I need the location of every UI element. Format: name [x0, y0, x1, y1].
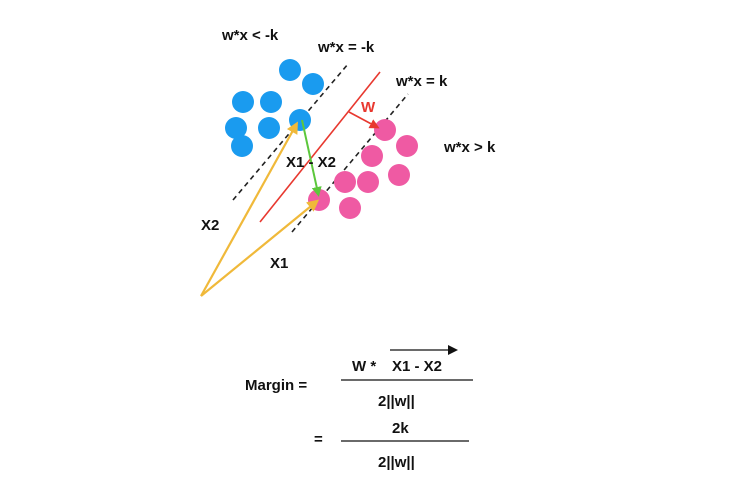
pink-point [374, 119, 396, 141]
formula-numerator-prefix: W * [352, 358, 376, 375]
blue-point [289, 109, 311, 131]
vector-x1-line [200, 199, 320, 297]
formula-lhs: Margin = [245, 377, 307, 394]
difference-vector-line [301, 119, 322, 197]
label-normal-vector: W [361, 99, 376, 116]
blue-point [302, 73, 324, 95]
blue-point [225, 117, 247, 139]
blue-points [225, 59, 324, 157]
hyperplane-line [259, 71, 381, 223]
pink-point [396, 135, 418, 157]
pink-point [308, 189, 330, 211]
pink-point [361, 145, 383, 167]
formula-denominator-2: 2||w|| [378, 454, 415, 471]
pink-point [357, 171, 379, 193]
label-difference-vector: X1 - X2 [286, 154, 336, 171]
vector-x2-line [200, 121, 298, 297]
blue-point [279, 59, 301, 81]
label-vector-x2: X2 [201, 217, 219, 234]
label-vector-x1: X1 [270, 255, 288, 272]
pink-point [334, 171, 356, 193]
label-line-positive: w*x = k [395, 73, 448, 90]
formula-numerator-2: 2k [392, 420, 409, 437]
label-line-negative: w*x = -k [317, 39, 375, 56]
pink-point [339, 197, 361, 219]
margin-formula: Margin = W * X1 - X2 2||w|| = 2k 2||w|| [245, 345, 473, 471]
blue-point [231, 135, 253, 157]
formula-equals: = [314, 431, 323, 448]
formula-numerator-vector: X1 - X2 [392, 358, 442, 375]
blue-point [232, 91, 254, 113]
pink-point [388, 164, 410, 186]
label-region-positive: w*x > k [443, 139, 496, 156]
margin-line-negative [232, 63, 349, 201]
label-region-negative: w*x < -k [221, 27, 279, 44]
formula-denominator: 2||w|| [378, 393, 415, 410]
normal-vector-line [348, 111, 380, 129]
blue-point [260, 91, 282, 113]
blue-point [258, 117, 280, 139]
